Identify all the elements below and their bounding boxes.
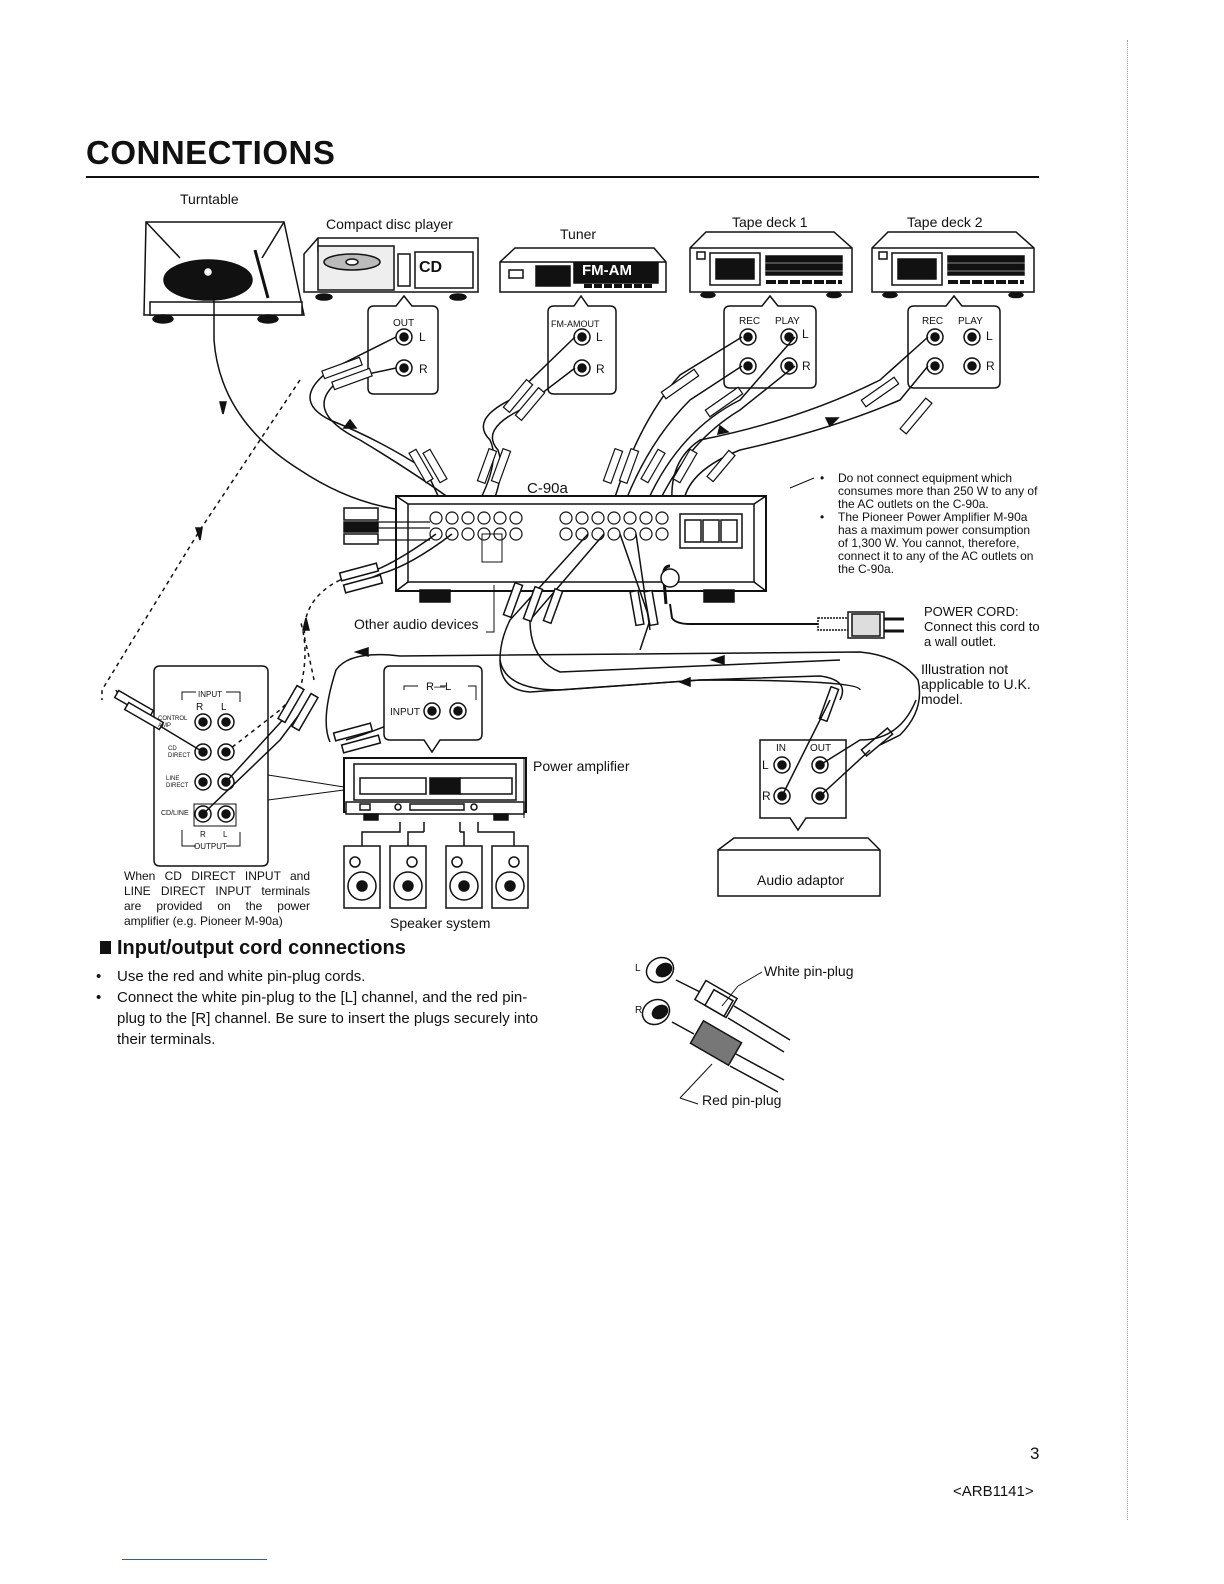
power-amp-rl-label: R—L [426, 681, 452, 693]
direct-input-note: When CD DIRECT INPUT and LINE DIRECT INP… [124, 869, 310, 928]
speaker-system-icon [343, 845, 529, 909]
bullet-item: Connect the white pin-plug to the [L] ch… [96, 987, 546, 1050]
tape2-r-label: R [986, 359, 995, 373]
power-amp-input-label: INPUT [390, 707, 420, 718]
bullet-item: Use the red and white pin-plug cords. [96, 966, 546, 987]
page-title: CONNECTIONS [86, 134, 336, 171]
plug-r-label: R [635, 1005, 643, 1016]
pin-plugs-top [321, 356, 933, 485]
tuner-out-label: FM-AMOUT [551, 319, 600, 329]
white-pin-plug-label: White pin-plug [764, 963, 854, 979]
tape-deck-1-icon [689, 231, 853, 299]
tape1-play-label: PLAY [775, 316, 800, 327]
turntable-label: Turntable [180, 191, 239, 207]
adaptor-in-label: IN [776, 743, 786, 754]
tape-deck-2-label: Tape deck 2 [907, 214, 983, 230]
document-code: <ARB1141> [953, 1483, 1034, 1500]
pin-plug-detail [641, 956, 791, 1105]
speaker-system-label: Speaker system [390, 915, 491, 931]
power-cord-text: Connect this cord to a wall outlet. [924, 619, 1040, 649]
adaptor-r-label: R [762, 789, 771, 803]
turntable-cable [213, 290, 427, 513]
tape1-rec-label: REC [739, 316, 761, 327]
adaptor-out-label: OUT [810, 743, 832, 754]
tape-deck-2-icon [871, 231, 1035, 299]
tape-1-terminal-box [723, 294, 817, 389]
turntable-icon [143, 221, 305, 324]
cd-l-label: L [419, 330, 426, 344]
audio-adaptor-icon [717, 837, 881, 897]
panel-r-top-label: R [196, 702, 204, 713]
panel-l-top-label: L [221, 702, 227, 713]
panel-input-label: INPUT [198, 690, 222, 699]
cd-badge: CD [419, 259, 443, 276]
tape2-l-label: L [986, 329, 993, 343]
other-audio-devices-label: Other audio devices [354, 616, 479, 632]
panel-cd-direct-label: CD DIRECT [168, 746, 191, 759]
power-cord-heading: POWER CORD: [924, 604, 1019, 619]
power-amplifier-label: Power amplifier [533, 758, 630, 774]
cd-r-label: R [419, 362, 428, 376]
audio-adaptor-label: Audio adaptor [757, 872, 845, 888]
tape-2-terminal-box [907, 294, 1001, 389]
power-cord-note: POWER CORD: Connect this cord to a wall … [924, 604, 1044, 649]
ac-outlets [679, 513, 743, 549]
tuner-badge: FM-AM [582, 262, 632, 279]
panel-l-bottom-label: L [223, 830, 228, 839]
tape1-l-label: L [802, 327, 809, 341]
ac-outlet-notes: • Do not connect equipment which consume… [820, 471, 1038, 576]
square-bullet-icon [100, 941, 111, 954]
power-amp-input-box [383, 665, 483, 754]
adaptor-l-label: L [762, 758, 769, 772]
illustration-note: Illustration not applicable to U.K. mode… [921, 661, 1031, 707]
tape1-r-label: R [802, 359, 811, 373]
tuner-label: Tuner [560, 226, 597, 242]
cd-out-label: OUT [393, 318, 415, 329]
page-number: 3 [1030, 1444, 1040, 1463]
tape2-rec-label: REC [922, 316, 944, 327]
tuner-r-label: R [596, 362, 605, 376]
red-pin-plug-label: Red pin-plug [702, 1092, 782, 1108]
direct-input-panel [153, 665, 269, 867]
note-2: The Pioneer Power Amplifier M-90a has a … [838, 510, 1034, 576]
footer-rule [122, 1559, 267, 1560]
preamp-model-label: C-90a [527, 480, 568, 497]
cd-player-label: Compact disc player [326, 216, 453, 232]
page-edge-line [1127, 40, 1129, 1520]
tuner-l-label: L [596, 330, 603, 344]
panel-output-label: OUTPUT [194, 842, 227, 851]
preamp-c90a-icon [395, 495, 767, 605]
power-amplifier-icon [343, 757, 527, 821]
section-heading: Input/output cord connections [100, 937, 406, 960]
panel-control-amp-label: CONTROL AMP [158, 716, 188, 729]
plug-l-label: L [635, 963, 641, 974]
tape2-play-label: PLAY [958, 316, 983, 327]
panel-line-direct-label: LINE DIRECT [166, 776, 189, 789]
section-bullets: Use the red and white pin-plug cords. Co… [96, 966, 546, 1050]
panel-cd-line-label: CD/LINE [161, 810, 189, 817]
note-1: Do not connect equipment which consumes … [838, 471, 1038, 511]
cd-player-icon [303, 237, 479, 301]
title-rule [86, 176, 1039, 178]
tuner-icon [499, 247, 667, 293]
tuner-out-terminal-box [547, 294, 617, 395]
panel-r-bottom-label: R [200, 830, 206, 839]
tape-deck-1-label: Tape deck 1 [732, 214, 808, 230]
